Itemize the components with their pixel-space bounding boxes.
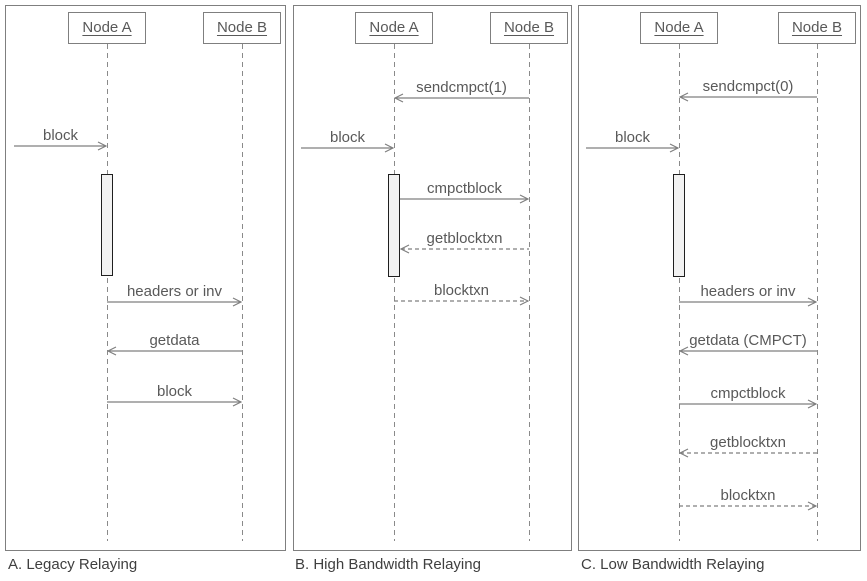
arrow-right-icon xyxy=(14,141,107,151)
arrow-right-icon xyxy=(301,143,394,153)
actor-label: Node A xyxy=(369,19,419,36)
lifeline-node-b xyxy=(242,44,243,541)
actor-label: Node A xyxy=(654,19,704,36)
message-label: headers or inv xyxy=(700,283,796,300)
lifeline-node-a xyxy=(394,44,395,541)
lifeline-node-b xyxy=(817,44,818,541)
panel-legacy-relaying: Node A Node B block headers or inv getda… xyxy=(5,5,286,551)
activation-bar xyxy=(101,174,113,276)
arrow-right-icon xyxy=(586,143,679,153)
message-label: block xyxy=(329,129,366,146)
lifeline-node-a xyxy=(679,44,680,541)
caption-legacy-relaying: A. Legacy Relaying xyxy=(8,556,138,573)
message-sendcmpct-0: sendcmpct(0) xyxy=(679,78,817,102)
message-label: cmpctblock xyxy=(426,180,503,197)
message-sendcmpct-1: sendcmpct(1) xyxy=(394,79,529,103)
actor-node-b: Node B xyxy=(490,12,568,44)
arrow-right-icon xyxy=(679,297,817,307)
message-cmpctblock: cmpctblock xyxy=(679,385,817,409)
message-block-incoming: block xyxy=(301,129,394,153)
message-blocktxn: blocktxn xyxy=(394,282,529,306)
activation-bar xyxy=(388,174,400,277)
actor-label: Node B xyxy=(216,19,268,36)
message-label: blocktxn xyxy=(720,487,776,504)
arrow-left-icon xyxy=(679,92,817,102)
actor-node-a: Node A xyxy=(68,12,146,44)
message-label: getblocktxn xyxy=(710,434,786,451)
message-label: block xyxy=(156,383,193,400)
message-blocktxn: blocktxn xyxy=(679,487,817,511)
panel-low-bandwidth-relaying: Node A Node B sendcmpct(0) block headers… xyxy=(578,5,861,551)
arrow-right-icon xyxy=(679,501,817,511)
arrow-left-icon xyxy=(679,448,817,458)
message-getblocktxn: getblocktxn xyxy=(400,230,529,254)
arrow-right-icon xyxy=(394,296,529,306)
message-block-incoming: block xyxy=(14,127,107,151)
message-label: getdata xyxy=(149,332,200,349)
message-getdata-cmpct: getdata (CMPCT) xyxy=(679,332,817,356)
message-label: blocktxn xyxy=(433,282,490,299)
arrow-right-icon xyxy=(107,297,242,307)
message-label: block xyxy=(614,129,651,146)
actor-label: Node B xyxy=(503,19,555,36)
actor-node-b: Node B xyxy=(778,12,856,44)
message-label: sendcmpct(1) xyxy=(416,79,507,96)
activation-bar xyxy=(673,174,685,277)
panel-high-bandwidth-relaying: Node A Node B sendcmpct(1) block cmpctbl… xyxy=(293,5,572,551)
message-getdata: getdata xyxy=(107,332,242,356)
caption-low-bandwidth-relaying: C. Low Bandwidth Relaying xyxy=(581,556,765,573)
message-headers-or-inv: headers or inv xyxy=(679,283,817,307)
message-label: getblocktxn xyxy=(426,230,503,247)
message-getblocktxn: getblocktxn xyxy=(679,434,817,458)
message-headers-or-inv: headers or inv xyxy=(107,283,242,307)
message-label: block xyxy=(42,127,79,144)
arrow-left-icon xyxy=(107,346,242,356)
actor-node-b: Node B xyxy=(203,12,281,44)
arrow-right-icon xyxy=(107,397,242,407)
actor-node-a: Node A xyxy=(640,12,718,44)
message-label: cmpctblock xyxy=(710,385,786,402)
message-cmpctblock: cmpctblock xyxy=(400,180,529,204)
actor-node-a: Node A xyxy=(355,12,433,44)
arrow-left-icon xyxy=(400,244,529,254)
message-label: getdata (CMPCT) xyxy=(689,332,807,349)
arrow-left-icon xyxy=(679,346,817,356)
arrow-right-icon xyxy=(679,399,817,409)
actor-label: Node A xyxy=(82,19,132,36)
message-block-relay: block xyxy=(107,383,242,407)
message-label: sendcmpct(0) xyxy=(702,78,794,95)
caption-high-bandwidth-relaying: B. High Bandwidth Relaying xyxy=(295,556,481,573)
actor-label: Node B xyxy=(791,19,843,36)
message-block-incoming: block xyxy=(586,129,679,153)
lifeline-node-a xyxy=(107,44,108,541)
message-label: headers or inv xyxy=(126,283,223,300)
arrow-right-icon xyxy=(400,194,529,204)
lifeline-node-b xyxy=(529,44,530,541)
arrow-left-icon xyxy=(394,93,529,103)
